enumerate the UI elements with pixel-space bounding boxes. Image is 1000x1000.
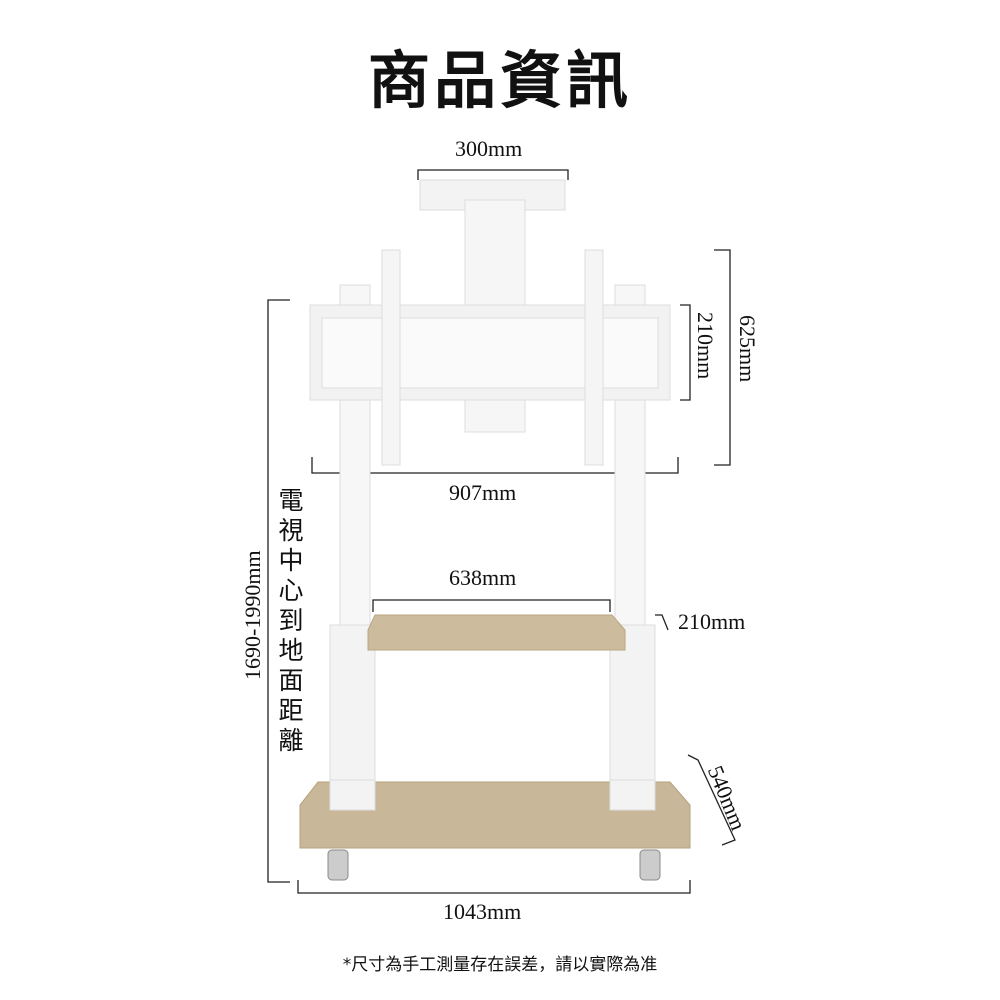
camera-width-label: 300mm [455,136,523,161]
wheel-left [327,849,349,881]
center-height-label: 1690-1990mm [240,550,265,680]
vesa-arm-left [381,249,401,466]
wood-shelf [367,614,626,651]
dimension-lines [267,169,736,894]
tv-stand [299,179,691,881]
wheel-right [639,849,661,881]
page-title: 商品資訊 [367,44,632,117]
shelf-width-label: 638mm [449,565,517,590]
right-leg [609,624,656,811]
center-height-description: 電視中心到地面距離 [278,486,304,755]
mount-height-label: 625mm [735,315,760,383]
vesa-arm-right [584,249,604,466]
base-width-label: 1043mm [443,899,522,924]
plate-height-label: 210mm [693,312,718,380]
left-leg [329,624,376,811]
mount-width-label: 907mm [449,480,517,505]
shelf-depth-label: 210mm [678,609,746,634]
measurement-note: *尺寸為手工測量存在誤差，請以實際為准 [342,955,658,975]
wood-base [299,781,691,849]
